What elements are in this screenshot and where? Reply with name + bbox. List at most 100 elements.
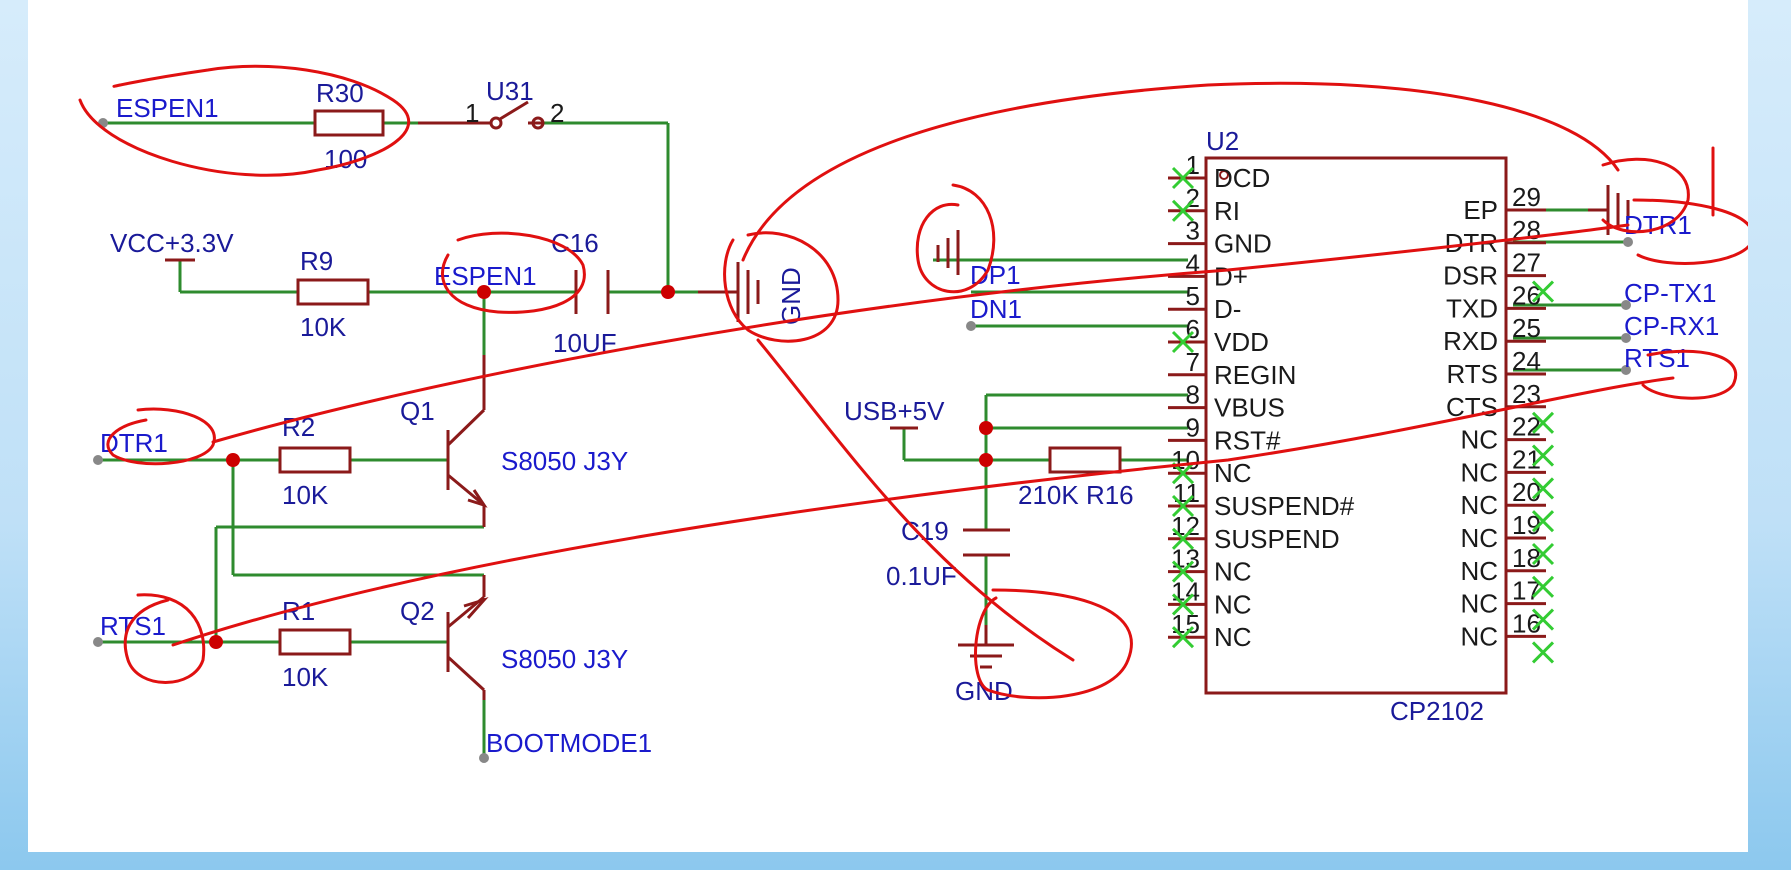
r2-resistor	[278, 446, 352, 474]
c19-capacitor	[963, 528, 1010, 557]
net-dp: DP1	[970, 260, 1021, 290]
no-connect-mark	[1171, 166, 1195, 190]
ic-pin-number: 25	[1512, 313, 1541, 343]
net-gnd-bottom: GND	[955, 676, 1013, 706]
circle-espen-top	[78, 64, 410, 177]
schematic-svg: 1DCD2RI3GND4D+5D-6VDD7REGIN8VBUS9RST#10N…	[78, 64, 1748, 763]
ic-pin-name: DCD	[1214, 163, 1270, 193]
ic-pin-name: NC	[1460, 425, 1498, 455]
ic-pin-number: 9	[1186, 412, 1200, 442]
ic-pin-name: NC	[1460, 556, 1498, 586]
ic-pin-name: NC	[1460, 490, 1498, 520]
ic-pin-number: 24	[1512, 346, 1541, 376]
no-connect-mark	[1531, 280, 1555, 303]
r2-value: 10K	[282, 480, 329, 510]
net-vcc: VCC+3.3V	[110, 228, 234, 258]
net-rts-right: RTS1	[1624, 343, 1690, 373]
net-rts-left: RTS1	[100, 611, 166, 641]
circle-dtr-left	[106, 407, 216, 466]
no-connect-mark	[1531, 510, 1555, 533]
circle-ep	[1601, 157, 1690, 234]
q1-transistor	[446, 355, 488, 527]
gnd-symbol-dp	[936, 230, 960, 275]
ic-pin-name: GND	[1214, 229, 1272, 259]
ic-pin-name: RI	[1214, 196, 1240, 226]
ic-pin-name: EP	[1463, 195, 1498, 225]
r16-label: 210K R16	[1018, 480, 1134, 510]
circle-espen-mid	[441, 231, 586, 314]
ic-pin-name: TXD	[1446, 293, 1498, 323]
no-connect-mark	[1531, 575, 1555, 598]
no-connect-mark	[1171, 626, 1195, 649]
no-connect-mark	[1171, 462, 1195, 485]
ic-pin-name: VBUS	[1214, 393, 1285, 423]
c16-capacitor	[574, 270, 610, 314]
no-connect-mark	[1171, 330, 1195, 354]
ic-pin-number: 29	[1512, 182, 1541, 212]
ic-pin-number: 4	[1186, 248, 1200, 278]
no-connect-mark	[1171, 494, 1195, 518]
u2-value: CP2102	[1390, 696, 1484, 726]
no-connect-mark	[1531, 477, 1555, 500]
net-cprx: CP-RX1	[1624, 311, 1719, 341]
ic-pin-number: 7	[1186, 347, 1200, 377]
ic-pin-name: D+	[1214, 261, 1248, 291]
no-connect-mark	[1531, 641, 1555, 664]
net-bootmode: BOOTMODE1	[486, 728, 652, 758]
q1-value: S8050 J3Y	[501, 446, 628, 476]
u31-pin1: 1	[465, 98, 479, 128]
u2-ref: U2	[1206, 126, 1239, 156]
junction-dots	[209, 285, 993, 649]
line-rts-to-rts	[171, 376, 1675, 647]
line-dtr-to-dtr	[211, 223, 1630, 444]
ic-pin-name: NC	[1214, 589, 1252, 619]
ic-pin-name: SUSPEND	[1214, 524, 1340, 554]
ic-pin-name: NC	[1214, 458, 1252, 488]
q1-ref: Q1	[400, 396, 435, 426]
u31-pin2: 2	[550, 98, 564, 128]
ic-pin-name: NC	[1214, 557, 1252, 587]
ic-pin-name: RTS	[1446, 359, 1498, 389]
ic-pin-name: REGIN	[1214, 360, 1296, 390]
no-connect-mark	[1171, 527, 1195, 550]
circle-gnd	[723, 231, 840, 343]
ic-pin-name: RST#	[1214, 425, 1281, 455]
ic-pin-number: 5	[1186, 281, 1200, 311]
ic-pin-name: NC	[1460, 457, 1498, 487]
no-connect-mark	[1171, 199, 1195, 222]
ic-pin-name: NC	[1460, 589, 1498, 619]
u2-pin1-marker	[1219, 170, 1229, 180]
net-espen-mid: ESPEN1	[434, 261, 537, 291]
net-endpoints	[93, 118, 1633, 763]
ic-pin-name: SUSPEND#	[1214, 491, 1355, 521]
ic-pin-number: 6	[1186, 314, 1200, 344]
ic-pin-lines	[1168, 176, 1546, 639]
net-gnd-rotated: GND	[776, 267, 806, 325]
circle-rts-right	[1641, 349, 1737, 400]
net-dn: DN1	[970, 294, 1022, 324]
r9-resistor	[296, 278, 370, 306]
hand-annotations	[78, 64, 1748, 700]
r9-value: 10K	[300, 312, 347, 342]
ic-pin-number: 27	[1512, 248, 1541, 278]
r16-resistor	[1048, 446, 1122, 474]
r9-ref: R9	[300, 246, 333, 276]
ic-pin-name: NC	[1460, 621, 1498, 651]
arrow-espen-to-dtr	[741, 81, 1620, 262]
net-cptx: CP-TX1	[1624, 278, 1716, 308]
circle-rts-left	[123, 593, 206, 684]
ic-pin-name: VDD	[1214, 327, 1269, 357]
ic-pin-name: DSR	[1443, 261, 1498, 291]
ic-pin-number: 1	[1186, 150, 1200, 180]
line-gnd-to-gnd	[756, 338, 1075, 662]
c19-value: 0.1UF	[886, 561, 957, 591]
q2-value: S8050 J3Y	[501, 644, 628, 674]
circle-dp-gnd	[915, 183, 996, 294]
net-espen-top: ESPEN1	[116, 93, 219, 123]
u31-ref: U31	[486, 76, 534, 106]
net-usb5v: USB+5V	[844, 396, 945, 426]
r1-value: 10K	[282, 662, 329, 692]
circle-gnd-bottom	[974, 588, 1133, 700]
